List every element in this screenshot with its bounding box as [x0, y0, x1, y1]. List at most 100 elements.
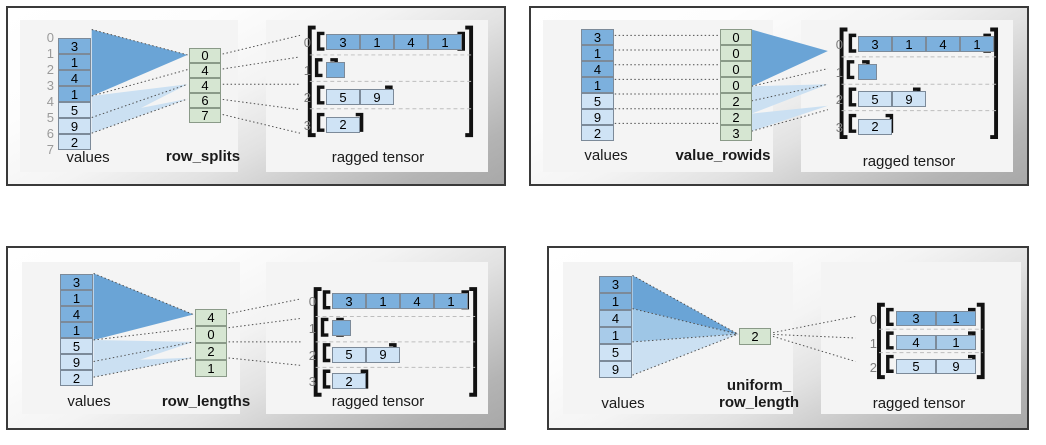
fan-mid [632, 308, 739, 342]
values-cell: 5 [60, 338, 93, 354]
tensor-row-index: 3 [835, 119, 843, 135]
tensor-cell: 9 [360, 89, 394, 105]
tensor-cell: 4 [896, 335, 936, 350]
tensor-row-index: 3 [303, 117, 311, 133]
encoding-cell: 7 [189, 108, 221, 123]
values-cell: 1 [599, 327, 632, 344]
encoding-cell: 2 [739, 328, 771, 345]
tensor-row-index: 1 [869, 336, 877, 351]
values-cell: 1 [599, 293, 632, 310]
tensor-cell: 9 [366, 346, 400, 363]
tensor-row-index: 3 [308, 374, 316, 390]
tensor-cell: 1 [360, 34, 394, 50]
encoding-cell: 2 [720, 93, 752, 109]
tensor-cell: 4 [394, 34, 428, 50]
values-cell: 4 [58, 70, 91, 86]
tensor-caption: ragged tensor [331, 393, 425, 410]
tensor-cell: 5 [332, 346, 366, 363]
encoding-cell: 1 [195, 360, 227, 377]
dotted-links [614, 34, 829, 132]
values-cell: 5 [58, 102, 91, 118]
tensor-caption: ragged tensor [331, 149, 425, 166]
tensor-row-index: 2 [308, 347, 316, 363]
encoding-cell: 2 [195, 343, 227, 360]
values-cell: 3 [58, 38, 91, 54]
tensor-row-index: 0 [835, 37, 843, 52]
values-cell: 1 [58, 54, 91, 70]
values-cell: 1 [581, 45, 614, 61]
encoding-caption: row_splits [165, 148, 241, 165]
tensor-cell: 1 [428, 34, 462, 50]
values-cell: 3 [581, 29, 614, 45]
encoding-caption-line: uniform_ [726, 377, 792, 394]
tensor-row-index: 1 [308, 320, 316, 336]
tensor-cell: 1 [366, 293, 400, 309]
tensor-cell: 1 [434, 293, 468, 309]
tensor-row-index: 2 [835, 92, 843, 107]
tensor-cell: 3 [896, 311, 936, 326]
fan-dark [93, 273, 194, 340]
encoding-cell: 4 [189, 63, 221, 78]
tensor-row-index: 1 [303, 62, 311, 78]
encoding-cell: 0 [720, 45, 752, 61]
tensor-cell: 1 [960, 36, 994, 52]
value-index-label: 1 [46, 46, 54, 61]
tensor-cell-empty [332, 319, 351, 336]
tensor-cell: 1 [936, 311, 976, 326]
tensor-caption: ragged tensor [872, 395, 966, 412]
tensor-cell: 9 [936, 359, 976, 374]
outer-brackets [839, 27, 999, 140]
value-index-label: 5 [46, 110, 54, 125]
connectors-row-splits [91, 25, 474, 138]
encoding-cell: 6 [189, 93, 221, 108]
values-caption: values [66, 149, 110, 166]
tensor-cell: 3 [326, 34, 360, 50]
dotted-links [632, 274, 856, 376]
value-index-label: 6 [46, 126, 54, 141]
values-cell: 4 [60, 306, 93, 322]
values-cell: 1 [60, 322, 93, 338]
value-index-label: 4 [46, 94, 54, 109]
tensor-row-index: 0 [869, 312, 877, 327]
fan-light [632, 334, 739, 376]
tensor-row-index: 0 [308, 294, 316, 309]
tensor-cell: 1 [892, 36, 926, 52]
tensor-cell: 5 [896, 359, 936, 374]
tensor-cell: 5 [326, 89, 360, 105]
row-dividers [841, 56, 997, 112]
fan-dark [751, 29, 828, 87]
outer-brackets [877, 302, 985, 380]
tensor-row-index: 0 [303, 35, 311, 50]
encoding-cell: 3 [720, 125, 752, 141]
values-cell: 2 [60, 370, 93, 386]
subpanel-tensor-row-lengths [266, 262, 488, 414]
encoding-caption-line: row_length [718, 393, 799, 411]
values-cell: 3 [599, 276, 632, 293]
fan-light-2 [751, 105, 828, 132]
tensor-cell: 9 [892, 91, 926, 107]
dotted-links [91, 29, 301, 134]
values-caption: values [601, 395, 645, 412]
values-cell: 9 [581, 109, 614, 125]
tensor-row-index: 1 [835, 64, 843, 80]
row-dividers [315, 315, 476, 368]
values-cell: 4 [599, 310, 632, 327]
values-cell: 1 [581, 77, 614, 93]
tensor-cell: 2 [858, 118, 892, 135]
values-cell: 2 [58, 134, 91, 150]
values-cell: 3 [60, 274, 93, 290]
tensor-cell: 5 [858, 91, 892, 107]
encoding-cell: 0 [189, 48, 221, 63]
encoding-cell: 4 [195, 309, 227, 326]
tensor-cell-empty [858, 63, 877, 80]
values-cell: 9 [60, 354, 93, 370]
connectors-uniform [632, 274, 985, 380]
encoding-cell: 2 [720, 109, 752, 125]
